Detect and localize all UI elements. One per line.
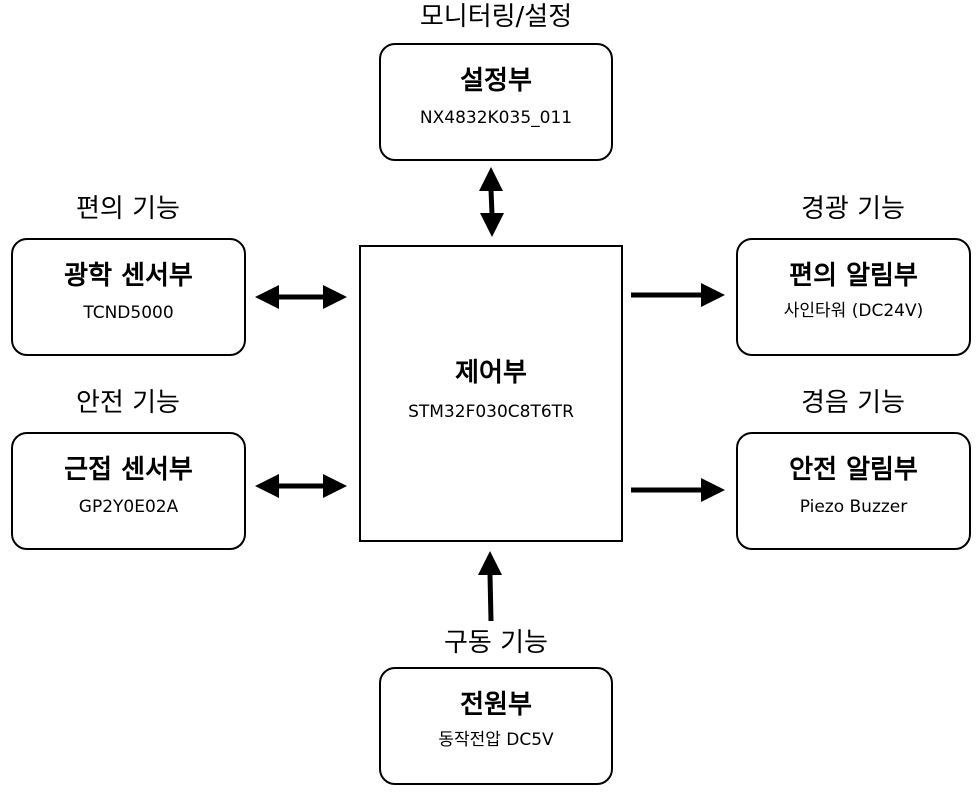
arrow-proximity-control — [255, 474, 347, 498]
power-model: 동작전압 DC5V — [438, 730, 554, 750]
power-title: 전원부 — [460, 690, 532, 720]
power-block: 전원부 동작전압 DC5V — [379, 667, 613, 785]
proximity-sensor-title: 근접 센서부 — [64, 455, 193, 485]
safety-alarm-model: Piezo Buzzer — [799, 497, 908, 517]
settings-model: NX4832K035_011 — [419, 108, 573, 128]
safety-alarm-caption: 경음 기능 — [801, 388, 905, 418]
arrow-power-control — [478, 551, 502, 622]
optical-sensor-block: 광학 센서부 TCND5000 — [11, 238, 246, 356]
safety-alarm-block: 안전 알림부 Piezo Buzzer — [736, 432, 971, 550]
optical-sensor-model: TCND5000 — [83, 303, 174, 323]
safety-alarm-title: 안전 알림부 — [789, 455, 918, 485]
arrow-control-safety-alarm — [631, 478, 725, 502]
convenience-alarm-model: 사인타워 (DC24V) — [783, 301, 924, 321]
power-caption: 구동 기능 — [444, 628, 548, 658]
optical-sensor-title: 광학 센서부 — [64, 261, 193, 291]
control-model: STM32F030C8T6TR — [408, 402, 574, 422]
optical-caption: 편의 기능 — [76, 194, 180, 224]
control-block: 제어부 STM32F030C8T6TR — [359, 245, 623, 542]
settings-caption: 모니터링/설정 — [419, 2, 573, 32]
arrow-control-convenience-alarm — [631, 283, 725, 307]
proximity-caption: 안전 기능 — [76, 388, 180, 418]
proximity-sensor-block: 근접 센서부 GP2Y0E02A — [11, 432, 246, 550]
convenience-alarm-caption: 경광 기능 — [801, 194, 905, 224]
proximity-sensor-model: GP2Y0E02A — [78, 497, 179, 517]
convenience-alarm-block: 편의 알림부 사인타워 (DC24V) — [736, 238, 971, 356]
control-title: 제어부 — [455, 358, 527, 388]
arrow-optical-control — [255, 285, 347, 309]
convenience-alarm-title: 편의 알림부 — [789, 261, 918, 291]
arrow-settings-control — [479, 167, 504, 237]
settings-block: 설정부 NX4832K035_011 — [379, 43, 613, 161]
settings-title: 설정부 — [460, 66, 532, 96]
